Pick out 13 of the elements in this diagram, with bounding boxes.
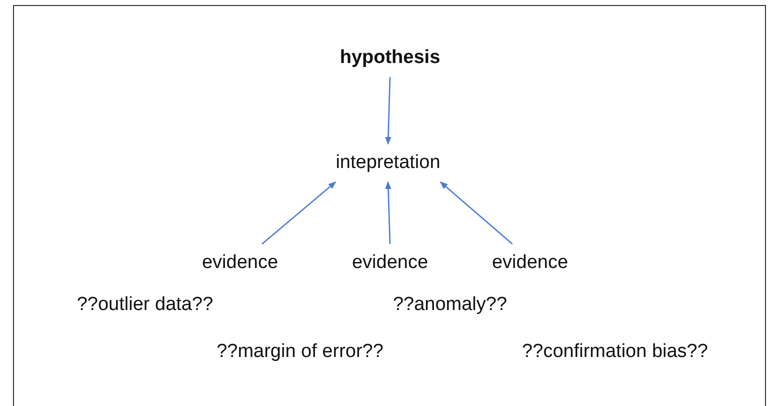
note-text: ??outlier data?? [76, 294, 214, 316]
node-text: evidence [346, 244, 434, 282]
node-text: evidence [196, 244, 284, 282]
arrow [440, 182, 513, 244]
note-text: ??anomaly?? [392, 294, 508, 316]
node-text: intepretation [330, 144, 446, 182]
arrow [385, 181, 392, 244]
node-text: evidence [486, 244, 574, 282]
note-text: ??confirmation bias?? [522, 341, 708, 363]
note-text: ??margin of error?? [216, 341, 384, 363]
arrow [385, 76, 392, 145]
heading-text: hypothesis [334, 39, 446, 77]
arrow [262, 182, 336, 244]
